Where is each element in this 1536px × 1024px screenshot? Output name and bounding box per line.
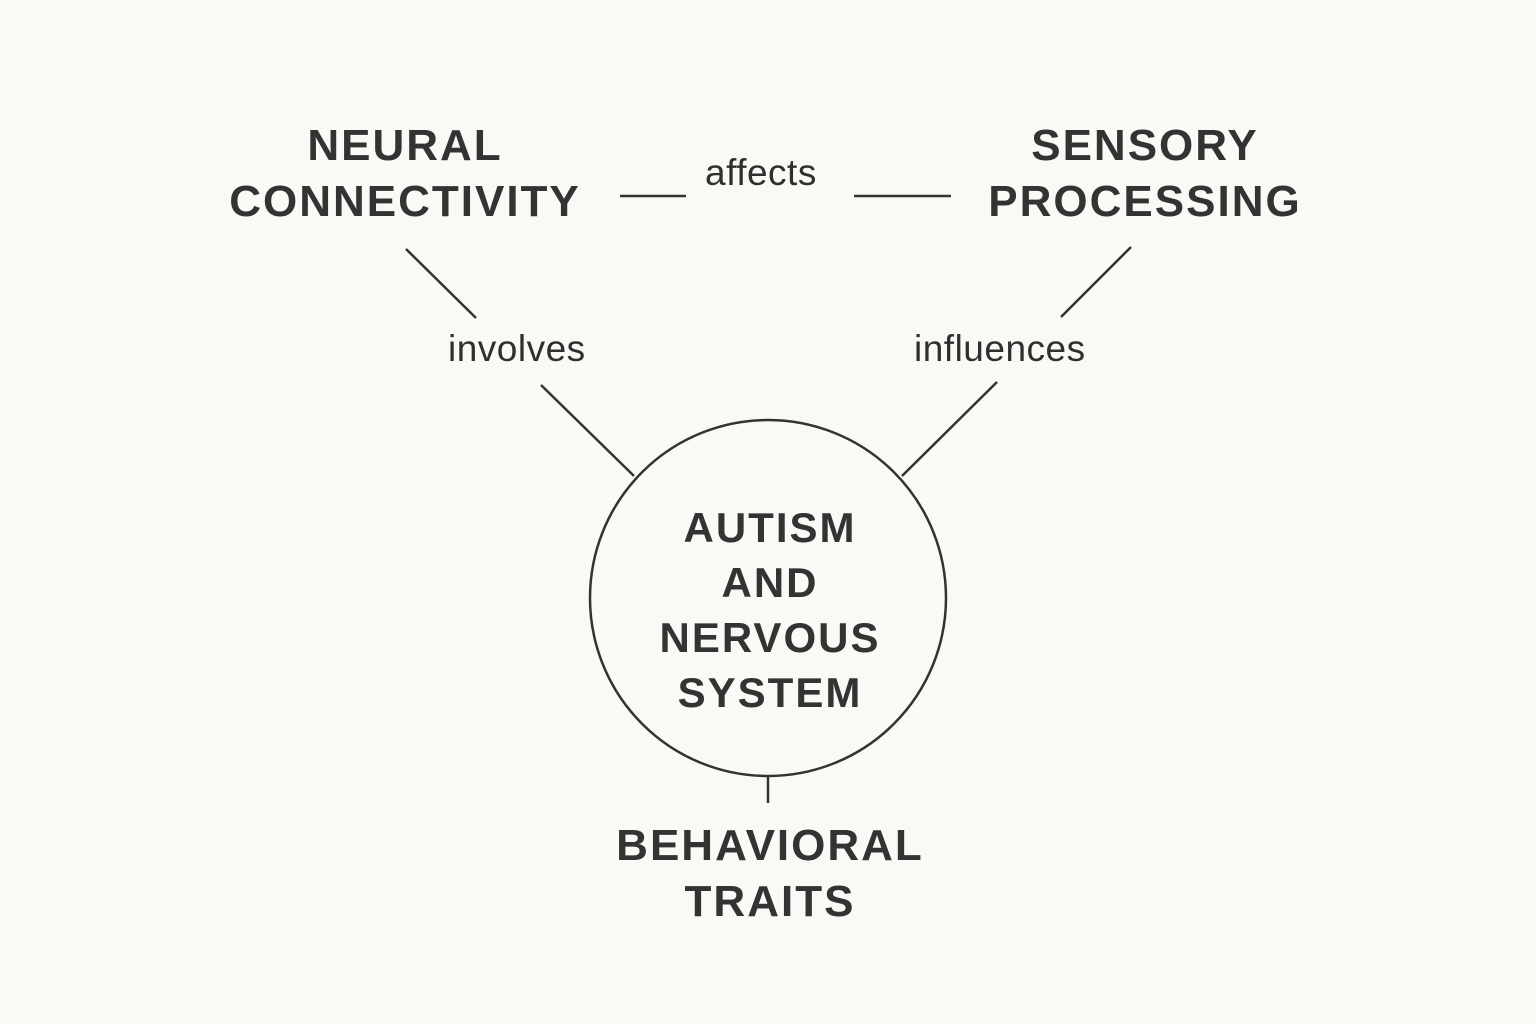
node-sensory-processing: SENSORY PROCESSING [965, 118, 1325, 230]
node-label-line: CONNECTIVITY [229, 177, 581, 226]
involves-connector-lower [540, 384, 635, 477]
involves-connector-upper [405, 248, 477, 319]
node-label-line: BEHAVIORAL [616, 821, 924, 870]
node-label-line: SENSORY [1031, 121, 1259, 170]
edge-label-affects: affects [705, 152, 817, 193]
node-autism-nervous-system: AUTISM AND NERVOUS SYSTEM [620, 500, 920, 720]
node-label-line: AND [721, 559, 819, 606]
node-label-line: NEURAL [307, 121, 503, 170]
node-label-line: SYSTEM [677, 669, 863, 716]
node-label-line: PROCESSING [988, 177, 1302, 226]
edge-label-influences: influences [914, 328, 1086, 369]
node-neural-connectivity: NEURAL CONNECTIVITY [200, 118, 610, 230]
influences-connector-lower [901, 381, 998, 477]
node-behavioral-traits: BEHAVIORAL TRAITS [595, 818, 945, 930]
node-label-line: NERVOUS [659, 614, 881, 661]
node-label-line: TRAITS [684, 877, 856, 926]
node-label-line: AUTISM [683, 504, 857, 551]
edge-label-involves: involves [448, 328, 586, 369]
influences-connector-upper [1060, 246, 1132, 318]
